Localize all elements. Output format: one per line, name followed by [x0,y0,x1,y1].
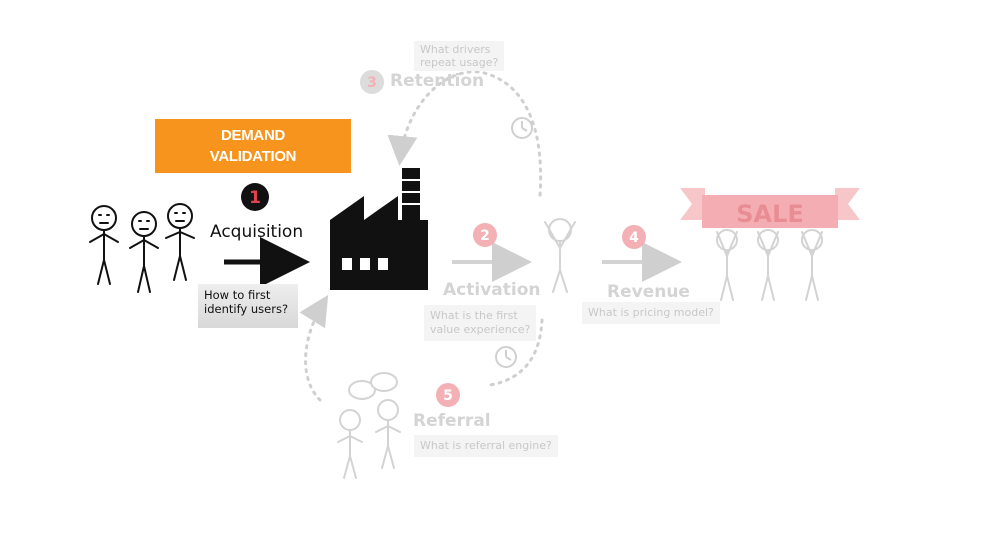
step-3-question: What drivers repeat usage? [414,41,505,71]
step-2-label: Activation [443,280,541,300]
step-2-badge: 2 [473,223,497,247]
clock-icon [511,117,533,139]
user-group-icon [89,203,195,293]
step-3-number: 3 [367,75,377,91]
step-4-badge: 4 [622,225,646,249]
factory-icon [330,168,428,290]
step-2-number: 2 [480,228,490,244]
sale-sign-text: SALE [736,200,804,228]
referral-return-path [299,294,329,402]
referral-loop-path [488,318,544,387]
speech-bubble-icon [348,372,398,400]
step-1-badge: 1 [241,183,269,211]
step-4-number: 4 [629,230,639,246]
step-1-label: Acquisition [210,222,304,242]
clock-icon [495,346,517,368]
step-1-question: How to first identify users? [198,284,298,328]
step-5-badge: 5 [436,383,460,407]
step-3-label: Retention [390,71,485,91]
step-5-question: What is referral engine? [414,435,558,457]
demand-validation-banner: DEMAND VALIDATION [155,119,351,173]
step-2-question: What is the first value experience? [424,305,537,341]
step-1-number: 1 [249,188,261,208]
step-3-badge: 3 [360,70,384,94]
step-5-number: 5 [443,388,453,404]
activated-user-icon [544,218,576,293]
step-4-question: What is pricing model? [582,302,720,324]
sale-team-icon [716,229,823,301]
step-4-label: Revenue [607,282,690,302]
referral-users-icon [337,399,401,479]
sale-banner-icon: SALE [680,188,860,228]
step-5-label: Referral [413,411,491,431]
